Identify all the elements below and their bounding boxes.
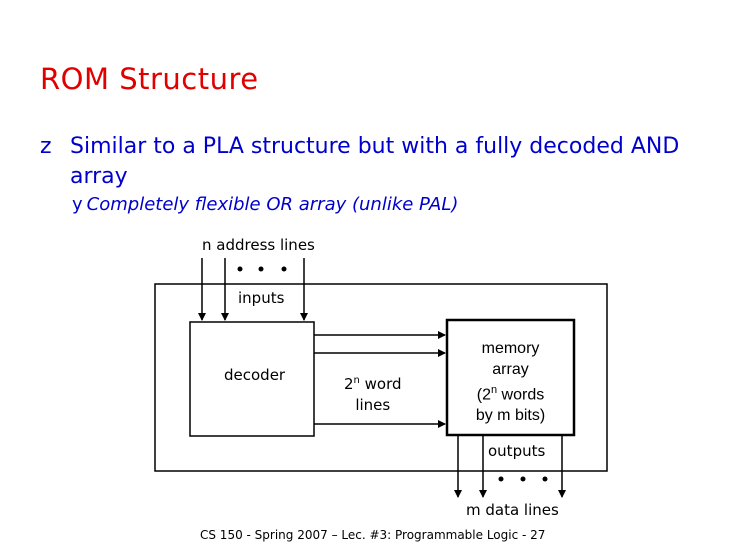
y-bullet-icon: y	[72, 194, 83, 215]
word-lines-exponent: n	[353, 375, 360, 386]
memory-array-label: memory array (2n words by m bits)	[450, 338, 571, 426]
memory-line-4: by m bits)	[475, 407, 546, 425]
memory-line-3-pre: (2	[476, 386, 491, 404]
word-lines-line2: lines	[355, 396, 391, 414]
slide-title: ROM Structure	[40, 62, 259, 96]
slide-footer: CS 150 - Spring 2007 – Lec. #3: Programm…	[200, 528, 546, 542]
word-lines-label: 2n word lines	[344, 370, 402, 416]
rom-outer-box	[154, 283, 608, 472]
memory-line-2: array	[492, 361, 529, 378]
bullet-1: z Similar to a PLA structure but with a …	[40, 132, 680, 192]
outputs-label: outputs	[488, 442, 546, 460]
address-ellipsis-dot	[237, 266, 243, 272]
address-ellipsis-dot	[281, 266, 287, 272]
decoder-box	[189, 321, 315, 437]
word-lines-base: 2	[344, 375, 354, 393]
decoder-label: decoder	[224, 366, 286, 384]
output-ellipsis-dot	[520, 476, 526, 482]
word-lines-rest: word	[359, 375, 402, 393]
n-address-lines-label: n address lines	[202, 236, 315, 254]
memory-line-1: memory	[481, 340, 540, 357]
address-ellipsis-dot	[258, 266, 264, 272]
z-bullet-icon: z	[40, 134, 52, 159]
output-ellipsis-dot	[542, 476, 548, 482]
memory-line-3-exponent: n	[490, 384, 498, 396]
bullet-2-text: Completely flexible OR array (unlike PAL…	[86, 194, 459, 215]
inputs-label: inputs	[238, 289, 285, 307]
bullet-1-text: Similar to a PLA structure but with a fu…	[70, 134, 680, 189]
memory-array-box	[445, 318, 576, 437]
m-data-lines-label: m data lines	[466, 501, 559, 519]
memory-line-3-post: words	[497, 386, 545, 404]
output-ellipsis-dot	[498, 476, 504, 482]
